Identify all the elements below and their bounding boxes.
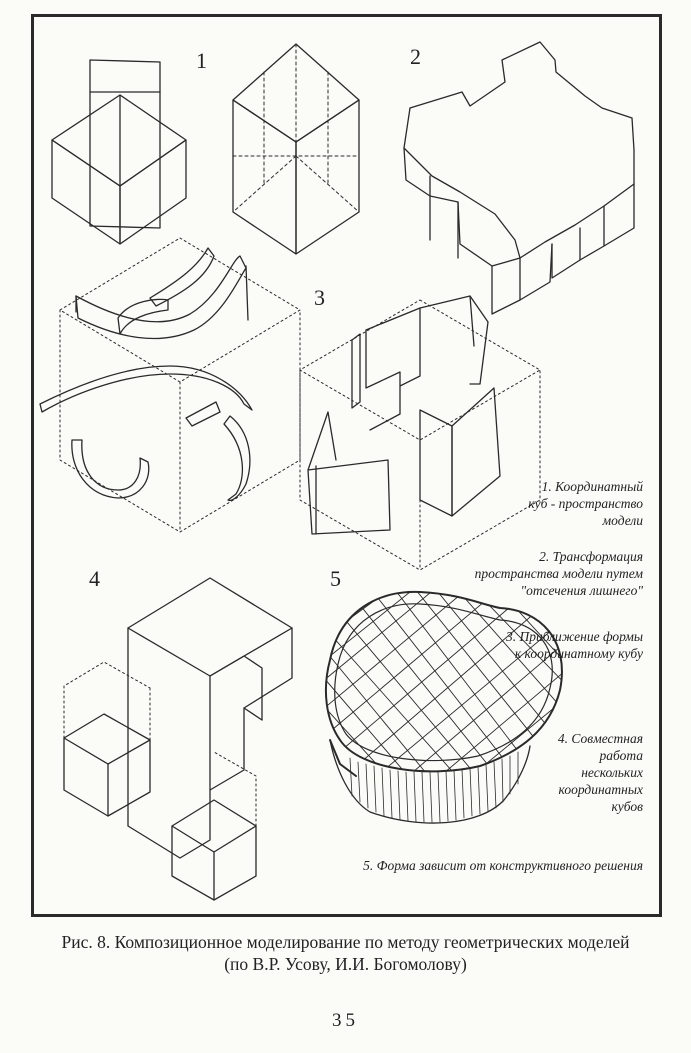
legend-line: "отсечения лишнего" <box>520 583 643 598</box>
unfolded-planes-drawing <box>51 59 187 245</box>
legend-line: к координатному кубу <box>514 646 643 661</box>
coordinate-cube-drawing <box>232 43 360 255</box>
figure-caption: Рис. 8. Композиционное моделирование по … <box>0 931 691 975</box>
legend-item-4: 4. Совместная работа нескольких координа… <box>558 730 643 815</box>
caption-line-2: (по В.Р. Усову, И.И. Богомолову) <box>224 954 467 974</box>
woven-form-drawing <box>324 590 563 824</box>
legend-line: работа <box>599 748 643 763</box>
legend-line: 2. Трансформация <box>539 549 643 564</box>
combined-cubes-drawing <box>63 577 293 901</box>
legend-line: куб - пространство <box>528 496 643 511</box>
folded-planes-drawing <box>299 295 541 571</box>
legend-item-1: 1. Координатный куб - пространство модел… <box>528 478 643 529</box>
legend-line: кубов <box>611 799 643 814</box>
legend-line: 4. Совместная <box>557 731 643 746</box>
figure-number-2: 2 <box>410 44 421 69</box>
legend-item-5: 5. Форма зависит от конструктивного реше… <box>363 857 643 874</box>
figure-number-4: 4 <box>89 566 100 591</box>
notched-block-drawing <box>403 41 635 315</box>
legend-line: координатных <box>558 782 643 797</box>
legend-line: 3. Приближение формы <box>505 629 643 644</box>
legend-item-3: 3. Приближение формы к координатному куб… <box>506 628 643 662</box>
legend-line: пространства модели путем <box>474 566 643 581</box>
figure-drawing <box>39 41 635 901</box>
figure-number-5: 5 <box>330 566 341 591</box>
figure-number-1: 1 <box>196 48 207 73</box>
legend-item-2: 2. Трансформация пространства модели пут… <box>475 548 643 599</box>
caption-line-1: Рис. 8. Композиционное моделирование по … <box>61 932 630 952</box>
figure-frame <box>31 14 662 917</box>
legend-line: модели <box>602 513 643 528</box>
legend-line: нескольких <box>581 765 643 780</box>
figure-number-3: 3 <box>314 285 325 310</box>
page-number: 35 <box>332 1010 359 1031</box>
legend-line: 1. Координатный <box>541 479 643 494</box>
ribbon-form-drawing <box>39 237 301 533</box>
legend-line: 5. Форма зависит от конструктивного реше… <box>363 858 643 873</box>
